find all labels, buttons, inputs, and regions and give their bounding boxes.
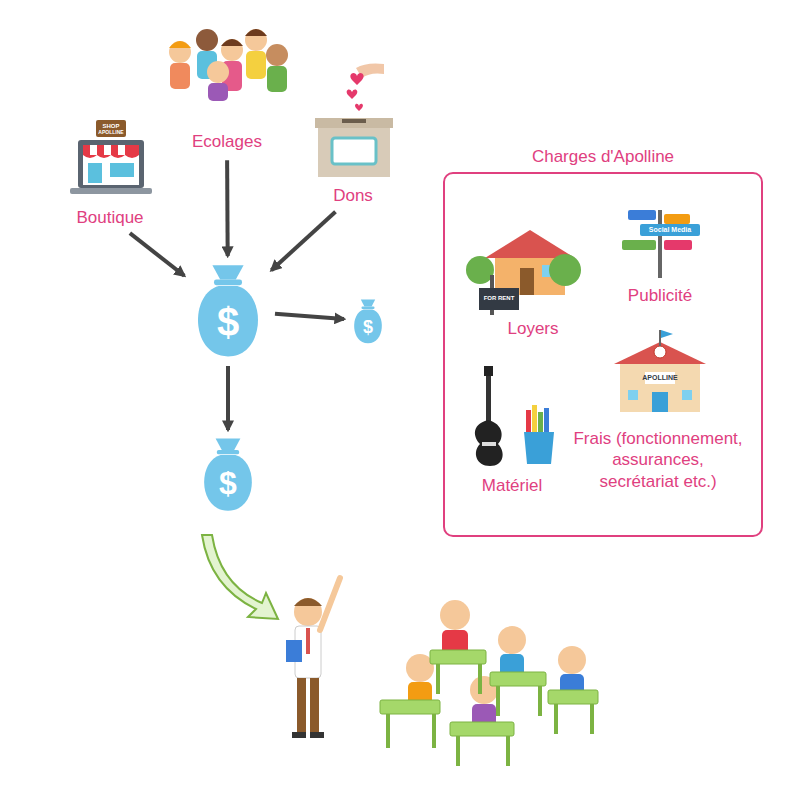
sign-text: Social Media (649, 226, 691, 233)
money-bag: $ (350, 298, 386, 344)
node-text: Loyers (503, 318, 563, 339)
charge-label: Matériel (478, 475, 547, 496)
charge-label: Loyers (503, 318, 563, 339)
charge-label: Frais (fonctionnement, assurances, secré… (572, 428, 744, 492)
node-text: Ecolages (188, 131, 266, 152)
children-group (169, 18, 288, 101)
teacher-figure (286, 578, 340, 738)
node-text: Publicité (624, 285, 697, 306)
money-bag: $ (197, 436, 259, 512)
pencil-cup (524, 405, 554, 464)
node-text: Matériel (478, 475, 547, 496)
curved-arrow (202, 535, 278, 619)
flow-arrow (275, 314, 344, 319)
flow-arrow (130, 233, 184, 276)
classroom (380, 600, 598, 766)
source-label: Ecolages (188, 131, 266, 152)
sign-text: APOLLINE (642, 374, 677, 381)
node-text: Boutique (72, 207, 148, 228)
sign-text: FOR RENT (484, 295, 515, 301)
node-text: Dons (329, 185, 377, 206)
charges-group: Charges d'ApollineLoyers PublicitéMatérie… (443, 140, 763, 537)
flow-arrow (271, 212, 335, 271)
sign-text: APOLLINE (98, 130, 123, 135)
flow-arrow (225, 160, 230, 256)
sign-text: SHOP (102, 123, 119, 129)
money-bag: $ (189, 262, 267, 358)
school-icon (614, 330, 706, 412)
currency-symbol: $ (197, 467, 259, 499)
house-icon (466, 230, 581, 315)
shop-icon (70, 120, 152, 194)
source-label: Dons (329, 185, 377, 206)
node-text: Frais (fonctionnement, assurances, secré… (572, 428, 744, 492)
group-title: Charges d'Apolline (443, 146, 763, 167)
source-label: Boutique (72, 207, 148, 228)
signpost-icon (622, 210, 700, 278)
flow-arrow (226, 366, 230, 430)
guitar-icon (475, 366, 503, 466)
currency-symbol: $ (350, 318, 386, 336)
charge-label: Publicité (624, 285, 697, 306)
donation-box (315, 64, 393, 178)
currency-symbol: $ (189, 302, 267, 342)
